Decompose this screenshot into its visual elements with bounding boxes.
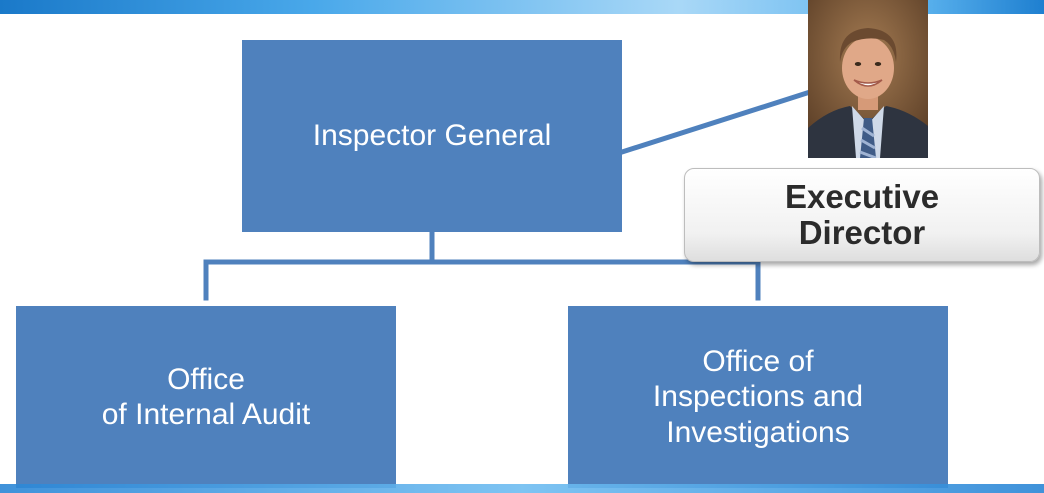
node-label-line3: Investigations: [666, 415, 850, 449]
node-label-line1: Office of: [702, 344, 814, 378]
node-label-line2: of Internal Audit: [101, 398, 311, 431]
node-label-line2: Inspections and: [652, 380, 864, 414]
caption-line2: Director: [798, 214, 926, 251]
portrait-illustration: [808, 0, 928, 158]
node-inspector-general: Inspector General: [242, 40, 622, 232]
header-gradient-band: [0, 0, 1044, 14]
footer-gradient-band: [0, 484, 1044, 493]
node-label-line1: Office: [167, 362, 245, 396]
node-office-internal-audit: Office of Internal Audit: [16, 306, 396, 488]
node-office-inspections-investigations: Office of Inspections and Investigations: [568, 306, 948, 488]
executive-director-photo: [808, 0, 928, 158]
connector-to-photo: [618, 88, 814, 156]
node-label: Inspector General: [312, 119, 552, 153]
executive-director-caption: Executive Director: [684, 168, 1040, 262]
caption-line1: Executive: [784, 178, 940, 216]
